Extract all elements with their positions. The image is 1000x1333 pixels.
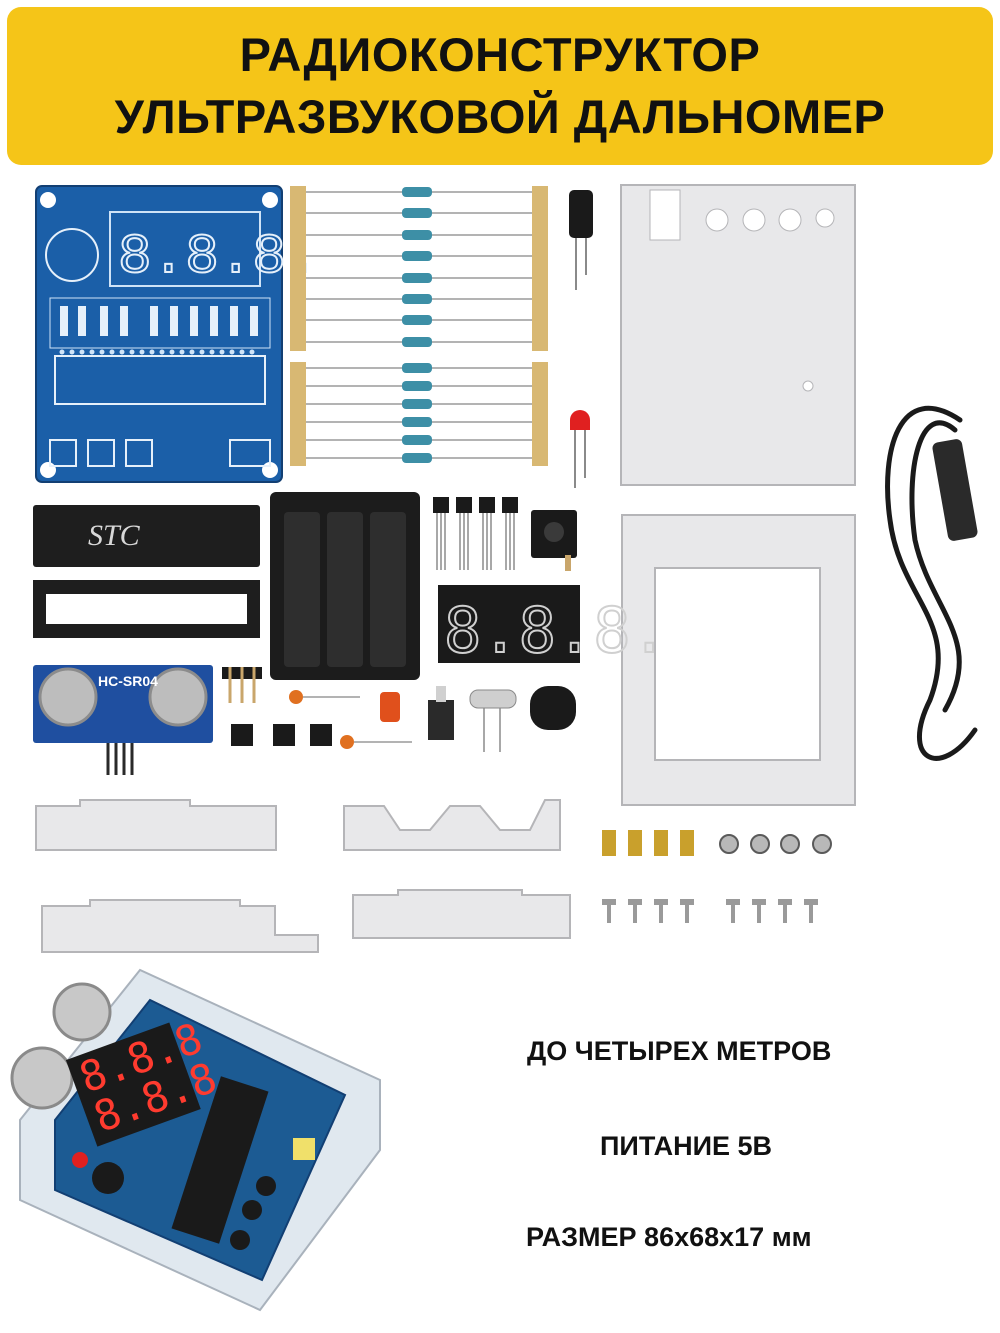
seven-segment-digits: 8.8.8. — [444, 594, 668, 667]
spec-power: ПИТАНИЕ 5В — [600, 1131, 773, 1161]
red-led — [570, 410, 590, 488]
pcb-board: 8.8.8. — [35, 185, 321, 483]
slide-switch — [428, 686, 454, 740]
kit-photo: 8.8.8. — [10, 184, 978, 1312]
hardware-bag — [602, 830, 832, 923]
pcb-display-silkscreen: 8.8.8. — [118, 225, 320, 289]
title-banner: РАДИОКОНСТРУКТОР УЛЬТРАЗВУКОВОЙ ДАЛЬНОМЕ… — [7, 7, 993, 165]
spec-size: РАЗМЕР 86х68х17 мм — [526, 1222, 812, 1252]
tactile-buttons — [231, 724, 332, 746]
crystal — [469, 689, 517, 752]
mcu-label: STC — [88, 519, 141, 552]
buzzer — [530, 686, 576, 730]
pin-header — [222, 667, 262, 703]
assembled-device: 8.8.8 8.8.8 — [10, 968, 381, 1312]
acrylic-top-plate — [620, 184, 856, 486]
transistors — [433, 497, 518, 570]
title-line-1: РАДИОКОНСТРУКТОР — [239, 28, 761, 81]
electrolytic-capacitor — [569, 190, 593, 290]
spec-range: ДО ЧЕТЫРЕХ МЕТРОВ — [527, 1036, 832, 1066]
acrylic-frame-plate — [621, 514, 856, 806]
sensor-label: HC-SR04 — [98, 673, 158, 689]
ceramic-capacitors — [289, 690, 412, 749]
ultrasonic-sensor: HC-SR04 — [33, 665, 213, 775]
usb-cable — [885, 405, 978, 761]
dc-power-jack — [531, 510, 577, 571]
acrylic-strips — [35, 799, 571, 953]
seven-segment-module: 8.8.8. — [438, 585, 669, 668]
dip-socket — [33, 580, 260, 638]
battery-holder — [270, 492, 420, 680]
title-line-2: УЛЬТРАЗВУКОВОЙ ДАЛЬНОМЕР — [114, 90, 886, 143]
mcu-chip: STC — [33, 505, 260, 567]
resistor-strip — [290, 186, 548, 466]
